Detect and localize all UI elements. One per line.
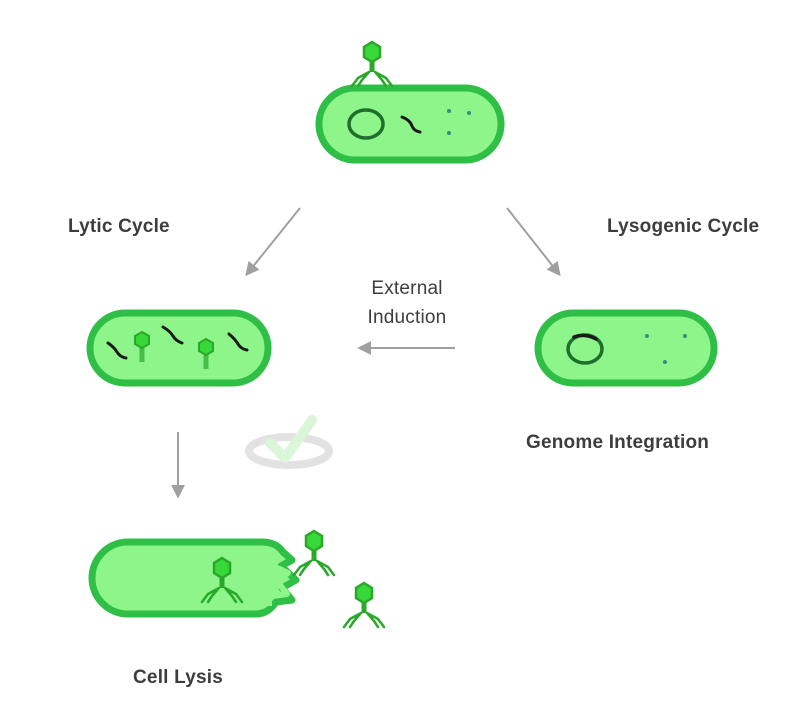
lytic-bacterium <box>86 309 272 387</box>
assembling-phage-icon <box>134 330 150 362</box>
genome-integration-label: Genome Integration <box>526 432 710 453</box>
infected-bacterium-top <box>315 84 505 164</box>
lytic-cycle-label: Lytic Cycle <box>68 216 170 237</box>
lysogenic-bacterium <box>534 309 718 387</box>
arrow-to-lysogenic <box>506 207 561 277</box>
integrated-phage-dna <box>572 333 598 341</box>
phage-dna-strand <box>400 115 422 134</box>
arrow-to-lytic <box>245 207 301 277</box>
external-induction-line2: Induction <box>367 307 447 328</box>
bacteriophage-icon <box>342 581 386 629</box>
bacterial-chromosome <box>347 108 385 140</box>
cell-lysis-label: Cell Lysis <box>133 667 224 688</box>
bacteriophage-icon <box>200 556 244 604</box>
assembling-phage-icon <box>198 337 214 369</box>
bacteriophage-icon <box>350 40 394 88</box>
bacteriophage-icon <box>292 529 336 577</box>
external-induction-line1: External <box>371 278 443 299</box>
lysing-bacterium <box>88 538 300 618</box>
lysogenic-cycle-label: Lysogenic Cycle <box>607 216 760 237</box>
recycle-check-watermark <box>245 415 333 469</box>
external-induction-label: External Induction <box>357 274 457 332</box>
